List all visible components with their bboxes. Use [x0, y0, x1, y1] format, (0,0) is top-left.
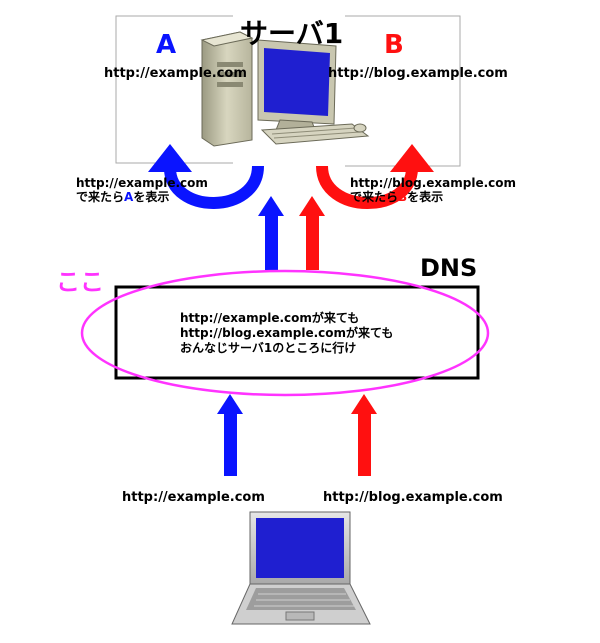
site-b-note-post: を表示 [407, 190, 444, 204]
client-url-a: http://example.com [122, 490, 265, 505]
dns-box [114, 285, 480, 380]
desktop-computer-icon [200, 31, 370, 147]
arrow-to-site-b [316, 144, 434, 209]
arrow-dns-to-server-blue [258, 196, 284, 270]
dns-rule-line-2: http://blog.example.comが来ても [180, 326, 394, 340]
dns-rule-text: http://example.comが来ても http://blog.examp… [180, 311, 393, 356]
site-a-note-pre: で来たら [76, 190, 125, 204]
callout-koko: ここ [56, 268, 104, 296]
dns-rule-line-3: おんなじサーバ1のところに行け [180, 341, 357, 355]
site-a-note-letter: A [124, 190, 134, 204]
laptop-icon [231, 511, 371, 625]
arrow-client-to-dns-blue [217, 394, 243, 476]
server-title: サーバ1 [240, 17, 344, 50]
site-b-url: http://blog.example.com [328, 66, 508, 81]
site-b-note-text: で来たらBを表示 [350, 190, 516, 204]
site-b-note-url: http://blog.example.com [350, 176, 517, 190]
dns-rule-line-1: http://example.comが来ても [180, 311, 360, 325]
site-a-note-text: で来たらAを表示 [76, 190, 208, 204]
site-a-note-post: を表示 [133, 190, 170, 204]
site-a-note: http://example.com で来たらAを表示 [76, 176, 208, 204]
site-a-letter: A [156, 30, 177, 60]
site-a-url: http://example.com [104, 66, 247, 81]
arrow-client-to-dns-red [351, 394, 377, 476]
site-b-note: http://blog.example.com で来たらBを表示 [350, 176, 516, 204]
client-url-b: http://blog.example.com [323, 490, 503, 505]
site-b-letter: B [384, 30, 404, 60]
highlight-ellipse [80, 269, 490, 397]
arrow-to-site-a [148, 144, 264, 209]
site-b-note-letter: B [398, 190, 408, 204]
arrow-dns-to-server-red [299, 196, 325, 270]
dns-title: DNS [420, 254, 478, 282]
site-a-note-url: http://example.com [76, 176, 208, 190]
site-b-note-pre: で来たら [350, 190, 399, 204]
